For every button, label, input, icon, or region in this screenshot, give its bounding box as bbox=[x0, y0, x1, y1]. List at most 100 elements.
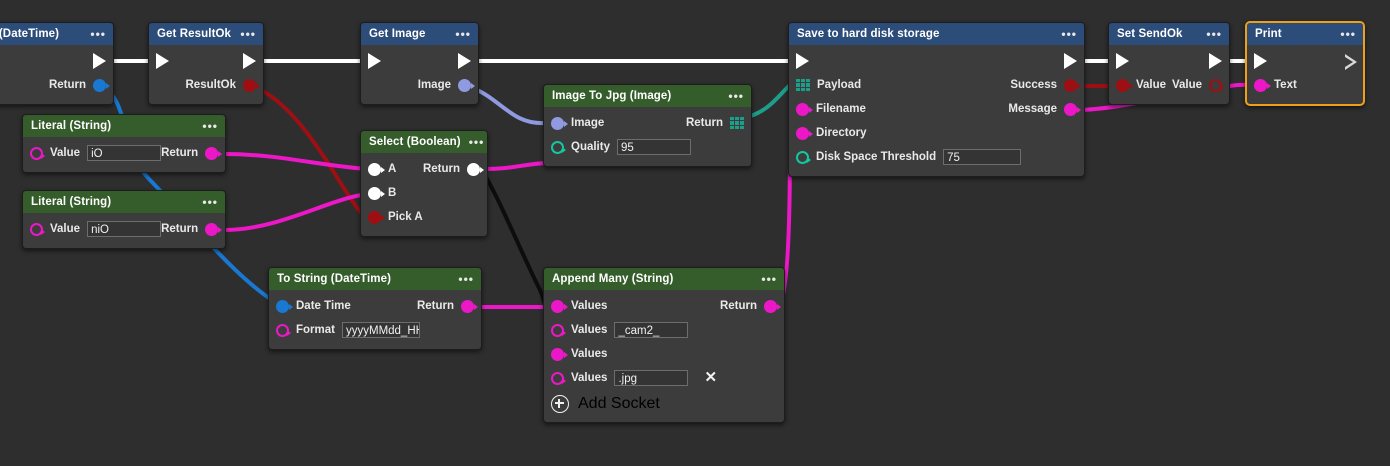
port-values-3[interactable] bbox=[551, 347, 568, 361]
node-menu-icon[interactable]: ••• bbox=[468, 135, 485, 149]
node-literal-io[interactable]: Literal (String) ••• Value iO Return bbox=[22, 114, 226, 173]
port-return[interactable] bbox=[764, 299, 781, 313]
node-to-string-datetime[interactable]: To String (DateTime) ••• Date Time Retur… bbox=[268, 267, 482, 350]
node-menu-icon[interactable]: ••• bbox=[202, 119, 218, 133]
port-image[interactable] bbox=[551, 116, 568, 130]
port-image[interactable] bbox=[458, 78, 475, 92]
node-header[interactable]: Literal (String) ••• bbox=[23, 191, 225, 213]
port-directory[interactable] bbox=[796, 126, 813, 140]
exec-out-icon[interactable] bbox=[1209, 53, 1222, 69]
values-4-input[interactable]: .jpg bbox=[614, 370, 689, 386]
node-header[interactable]: Append Many (String) ••• bbox=[544, 268, 784, 290]
port-row-filename: Filename Message bbox=[789, 97, 1084, 121]
port-b[interactable] bbox=[368, 186, 385, 200]
port-value-out[interactable] bbox=[1209, 78, 1224, 92]
node-select-boolean[interactable]: Select (Boolean) ••• A Return B Pick A bbox=[360, 130, 488, 237]
node-menu-icon[interactable]: ••• bbox=[1340, 27, 1356, 41]
port-values-2[interactable] bbox=[551, 323, 566, 337]
port-format[interactable] bbox=[276, 323, 291, 337]
port-date-time[interactable] bbox=[276, 299, 293, 313]
exec-out-icon[interactable] bbox=[1345, 53, 1357, 70]
node-title: Now (DateTime) bbox=[0, 28, 60, 40]
format-input[interactable]: yyyyMMdd_HH bbox=[341, 322, 420, 338]
node-header[interactable]: Now (DateTime) ••• bbox=[0, 23, 113, 45]
node-body: Image bbox=[361, 45, 478, 104]
node-get-resultok[interactable]: Get ResultOk ••• ResultOk bbox=[148, 22, 264, 105]
exec-out-icon[interactable] bbox=[1064, 53, 1077, 69]
port-quality[interactable] bbox=[551, 140, 566, 154]
port-label: Return bbox=[719, 300, 757, 312]
port-label: Pick A bbox=[388, 211, 423, 223]
quality-input[interactable]: 95 bbox=[616, 139, 691, 155]
exec-out-icon[interactable] bbox=[243, 53, 256, 69]
exec-in-icon[interactable] bbox=[796, 53, 809, 69]
node-menu-icon[interactable]: ••• bbox=[455, 27, 471, 41]
port-a[interactable] bbox=[368, 162, 385, 176]
node-menu-icon[interactable]: ••• bbox=[458, 272, 474, 286]
port-return-array-icon[interactable] bbox=[730, 116, 744, 130]
port-return[interactable] bbox=[205, 146, 223, 160]
port-value-in[interactable] bbox=[30, 146, 45, 160]
exec-in-icon[interactable] bbox=[156, 53, 169, 69]
port-return[interactable] bbox=[461, 299, 478, 313]
port-label: Value bbox=[50, 147, 81, 159]
node-header[interactable]: Image To Jpg (Image) ••• bbox=[544, 85, 751, 107]
node-now-datetime[interactable]: Now (DateTime) ••• Return bbox=[0, 22, 114, 105]
node-header[interactable]: Select (Boolean) ••• bbox=[361, 131, 487, 153]
exec-out-icon[interactable] bbox=[93, 53, 106, 69]
port-value-in[interactable] bbox=[1116, 78, 1133, 92]
port-return[interactable] bbox=[205, 222, 223, 236]
node-menu-icon[interactable]: ••• bbox=[761, 272, 777, 286]
port-pick-a[interactable] bbox=[368, 210, 385, 224]
port-return[interactable] bbox=[467, 162, 484, 176]
node-menu-icon[interactable]: ••• bbox=[1206, 27, 1222, 41]
port-resultok[interactable] bbox=[243, 78, 260, 92]
port-label: Directory bbox=[816, 127, 867, 139]
port-value-in[interactable] bbox=[30, 222, 45, 236]
port-success[interactable] bbox=[1064, 78, 1081, 92]
node-header[interactable]: To String (DateTime) ••• bbox=[269, 268, 481, 290]
port-text[interactable] bbox=[1254, 78, 1271, 92]
node-image-to-jpg[interactable]: Image To Jpg (Image) ••• Image Return Qu… bbox=[543, 84, 752, 167]
value-input[interactable]: iO bbox=[87, 145, 162, 161]
node-menu-icon[interactable]: ••• bbox=[202, 195, 218, 209]
node-print[interactable]: Print ••• Text bbox=[1245, 21, 1365, 106]
port-values-1[interactable] bbox=[551, 299, 568, 313]
port-label: Return bbox=[48, 79, 86, 91]
node-header[interactable]: Print ••• bbox=[1247, 23, 1363, 45]
node-append-many[interactable]: Append Many (String) ••• Values Return V… bbox=[543, 267, 785, 423]
port-return[interactable] bbox=[93, 78, 110, 92]
port-message[interactable] bbox=[1064, 102, 1081, 116]
values-2-input[interactable]: _cam2_ bbox=[614, 322, 689, 338]
node-header[interactable]: Literal (String) ••• bbox=[23, 115, 225, 137]
add-socket-button[interactable]: Add Socket bbox=[544, 390, 784, 415]
exec-in-icon[interactable] bbox=[1116, 53, 1129, 69]
value-input[interactable]: niO bbox=[87, 221, 162, 237]
port-values-4[interactable] bbox=[551, 371, 566, 385]
port-filename[interactable] bbox=[796, 102, 813, 116]
node-menu-icon[interactable]: ••• bbox=[728, 89, 744, 103]
node-menu-icon[interactable]: ••• bbox=[90, 27, 106, 41]
exec-in-icon[interactable] bbox=[1254, 53, 1267, 69]
port-disk-space-threshold[interactable] bbox=[796, 150, 811, 164]
node-literal-nio[interactable]: Literal (String) ••• Value niO Return bbox=[22, 190, 226, 249]
remove-socket-button[interactable]: ✕ bbox=[704, 369, 718, 386]
node-body: Image Return Quality 95 bbox=[544, 107, 751, 166]
node-save-to-hard-disk-storage[interactable]: Save to hard disk storage ••• Payload Su… bbox=[788, 22, 1085, 177]
disk-space-threshold-input[interactable]: 75 bbox=[943, 149, 1022, 165]
node-get-image[interactable]: Get Image ••• Image bbox=[360, 22, 479, 105]
exec-out-icon[interactable] bbox=[458, 53, 471, 69]
node-menu-icon[interactable]: ••• bbox=[240, 27, 256, 41]
exec-in-icon[interactable] bbox=[368, 53, 381, 69]
port-payload-array-icon[interactable] bbox=[796, 78, 810, 92]
node-set-sendok[interactable]: Set SendOk ••• Value Value bbox=[1108, 22, 1230, 105]
node-header[interactable]: Get Image ••• bbox=[361, 23, 478, 45]
port-label: Disk Space Threshold bbox=[816, 151, 937, 163]
node-header[interactable]: Save to hard disk storage ••• bbox=[789, 23, 1084, 45]
wire-literal-io-to-select-a bbox=[223, 152, 369, 171]
node-header[interactable]: Set SendOk ••• bbox=[1109, 23, 1229, 45]
node-header[interactable]: Get ResultOk ••• bbox=[149, 23, 263, 45]
port-label: Return bbox=[161, 223, 199, 235]
node-menu-icon[interactable]: ••• bbox=[1061, 27, 1077, 41]
